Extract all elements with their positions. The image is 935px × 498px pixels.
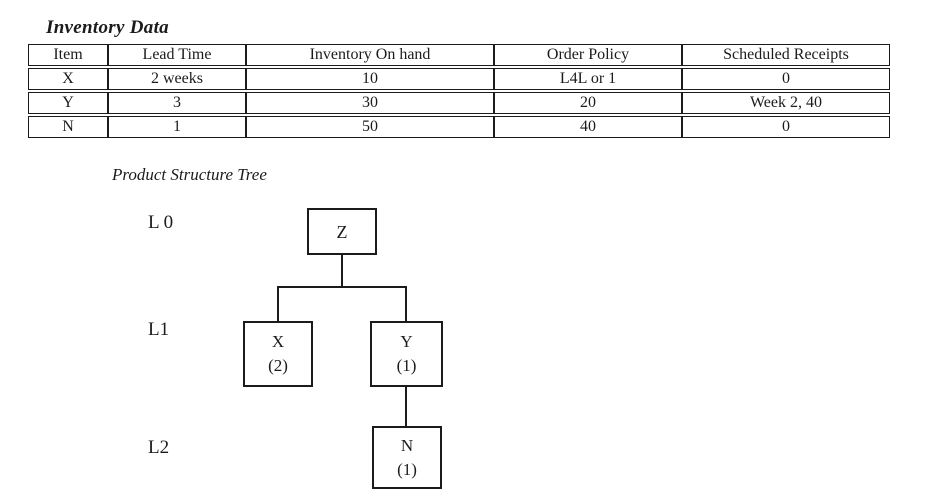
level-label-l1: L1	[148, 319, 170, 340]
cell-order-policy: L4L or 1	[494, 68, 682, 90]
header-inventory-on-hand: Inventory On hand	[246, 44, 494, 66]
cell-inventory-on-hand: 50	[246, 116, 494, 138]
tree-node-x-quantity: (2)	[268, 356, 288, 375]
connector-horizontal	[277, 286, 407, 288]
header-item: Item	[28, 44, 108, 66]
connector-to-x	[277, 287, 279, 321]
tree-node-n-quantity: (1)	[397, 459, 417, 479]
tree-node-y-label: Y	[400, 332, 413, 351]
connector-to-y	[405, 287, 407, 321]
tree-node-z-label: Z	[336, 221, 348, 242]
cell-item: N	[28, 116, 108, 138]
table-row-x: X 2 weeks 10 L4L or 1 0	[28, 68, 890, 90]
connector-y-to-n	[405, 386, 407, 426]
cell-scheduled-receipts: 0	[682, 116, 890, 138]
cell-item: Y	[28, 92, 108, 114]
tree-node-x-label: X	[271, 332, 285, 351]
cell-scheduled-receipts: 0	[682, 68, 890, 90]
cell-inventory-on-hand: 10	[246, 68, 494, 90]
connector-z-down	[341, 253, 343, 287]
tree-node-z: Z	[307, 208, 377, 255]
cell-lead-time: 2 weeks	[108, 68, 246, 90]
tree-node-n-label: N	[400, 435, 414, 455]
cell-order-policy: 20	[494, 92, 682, 114]
level-label-l2: L2	[148, 437, 170, 458]
cell-order-policy: 40	[494, 116, 682, 138]
tree-node-n: N (1)	[372, 426, 442, 489]
inventory-table: Item Lead Time Inventory On hand Order P…	[28, 42, 890, 140]
table-row-n: N 1 50 40 0	[28, 116, 890, 138]
tree-node-y: Y (1)	[370, 321, 443, 387]
product-structure-tree-title: Product Structure Tree	[112, 165, 267, 184]
inventory-data-title: Inventory Data	[46, 17, 169, 38]
header-scheduled-receipts: Scheduled Receipts	[682, 44, 890, 66]
tree-node-x: X (2)	[243, 321, 313, 387]
cell-inventory-on-hand: 30	[246, 92, 494, 114]
header-order-policy: Order Policy	[494, 44, 682, 66]
table-header-row: Item Lead Time Inventory On hand Order P…	[28, 44, 890, 66]
cell-lead-time: 1	[108, 116, 246, 138]
level-label-l0: L 0	[148, 212, 174, 233]
header-lead-time: Lead Time	[108, 44, 246, 66]
cell-scheduled-receipts: Week 2, 40	[682, 92, 890, 114]
tree-node-y-quantity: (1)	[396, 356, 417, 375]
table-row-y: Y 3 30 20 Week 2, 40	[28, 92, 890, 114]
cell-item: X	[28, 68, 108, 90]
cell-lead-time: 3	[108, 92, 246, 114]
